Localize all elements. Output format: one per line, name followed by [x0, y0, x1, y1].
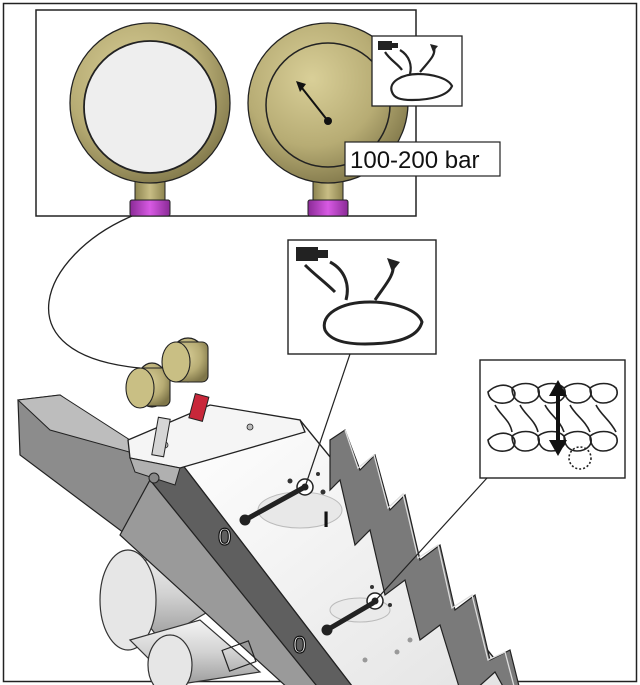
upper-lever-callout [304, 353, 351, 488]
lower-lever-callout [374, 477, 488, 602]
tine-bar [329, 429, 520, 685]
gauge-left [69, 22, 231, 217]
pressure-label: 100-200 bar [350, 147, 479, 174]
gauge-callout-curve [47, 215, 141, 369]
roller-left [99, 547, 262, 685]
tine-depth-adjust-icon [479, 359, 626, 479]
upper-lever-on-label: I [323, 507, 329, 532]
hydraulic-lever-icon [287, 239, 437, 355]
upper-lever-off-label: 0 [218, 524, 231, 551]
machine-body [16, 394, 520, 685]
gauge-needle [301, 87, 329, 122]
pressure-label-box [344, 141, 501, 177]
hydraulic-lever-icon [371, 35, 463, 107]
mounted-gauges [125, 337, 210, 458]
lower-lever-off-label: 0 [293, 632, 306, 659]
gauge-detail-panel: 100-200 bar [35, 9, 501, 217]
